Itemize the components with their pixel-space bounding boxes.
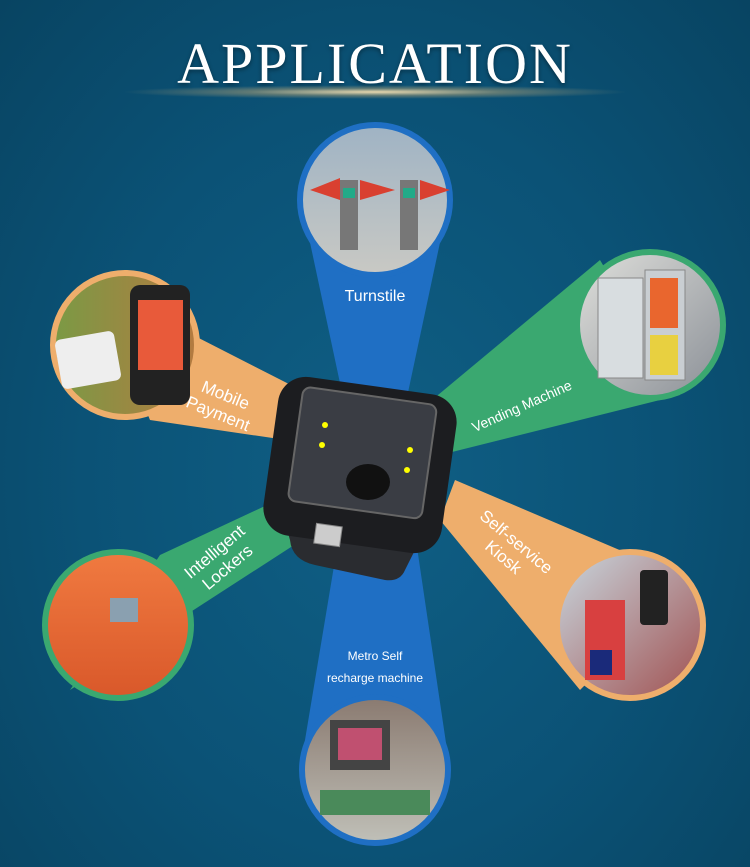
label-metro-line1: Metro Self <box>347 649 403 663</box>
qr-scanner-device <box>263 376 457 581</box>
label-turnstile: Turnstile <box>344 288 406 305</box>
photo-turnstile <box>297 122 453 278</box>
title-glow <box>120 85 630 99</box>
label-metro-recharge: Metro Self recharge machine <box>315 645 435 689</box>
photo-metro-recharge-machine <box>299 694 451 846</box>
photo-vending-machine <box>574 249 726 401</box>
photo-self-service-kiosk <box>554 549 706 701</box>
photo-intelligent-lockers <box>42 549 194 701</box>
photo-mobile-payment <box>50 270 200 420</box>
label-metro-line2: recharge machine <box>326 671 424 685</box>
